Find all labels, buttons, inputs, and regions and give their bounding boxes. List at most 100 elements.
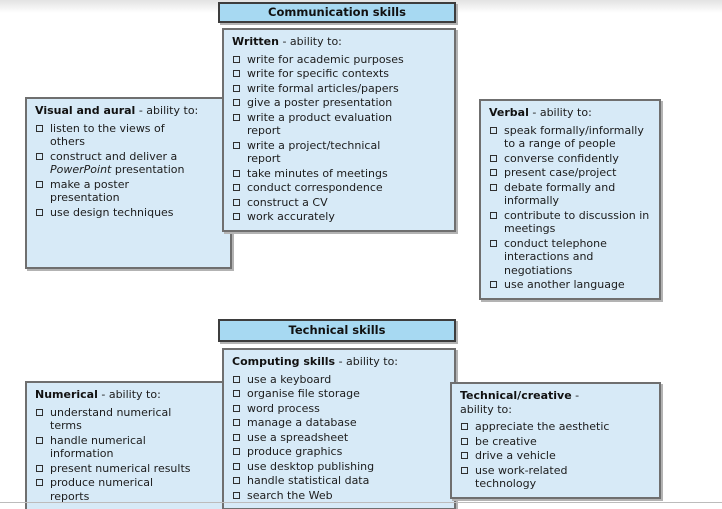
list-item: handle numerical information [35, 434, 220, 461]
list-item-text: use design techniques [50, 205, 174, 219]
list-item: give a poster presentation [232, 96, 446, 110]
list-item-text: make a poster presentation [50, 177, 129, 205]
bullet-list: speak formally/informally to a range of … [489, 124, 651, 292]
box-title-suffix: - ability to: [97, 388, 161, 401]
square-bullet-icon [461, 466, 468, 474]
list-item-text: work accurately [247, 210, 335, 223]
square-bullet-icon [233, 55, 240, 63]
list-item: write a product evaluation report [232, 111, 446, 138]
square-bullet-icon [233, 213, 240, 220]
square-bullet-icon [233, 477, 240, 484]
square-bullet-icon [233, 169, 240, 177]
list-item: organise file storage [232, 387, 446, 401]
list-item: conduct correspondence [232, 181, 446, 195]
list-item: take minutes of meetings [232, 167, 446, 181]
list-item-text: take minutes of meetings [247, 166, 388, 180]
list-item-text: write for academic purposes [247, 52, 404, 66]
square-bullet-icon [490, 169, 497, 176]
square-bullet-icon [490, 281, 497, 288]
list-item: speak formally/informally to a range of … [489, 124, 651, 151]
list-item-text: present case/project [504, 166, 617, 179]
box-title-term: Written [232, 35, 279, 48]
square-bullet-icon [36, 124, 43, 132]
list-item-text: present numerical results [50, 461, 191, 475]
square-bullet-icon [233, 141, 240, 149]
list-item: write for specific contexts [232, 67, 446, 81]
list-item: use work-related technology [460, 464, 651, 491]
list-item-text: listen to the views of others [50, 121, 165, 149]
list-item: produce graphics [232, 445, 446, 459]
square-bullet-icon [233, 404, 240, 412]
box-title-term: Visual and aural [35, 104, 136, 117]
list-item-text: produce graphics [247, 445, 343, 458]
list-item: handle statistical data [232, 474, 446, 488]
list-item-text: be creative [475, 434, 537, 448]
list-item-text: understand numerical terms [50, 405, 172, 433]
list-item: debate formally and informally [489, 181, 651, 208]
list-item: write a project/technical report [232, 139, 446, 166]
list-item-text: conduct telephone interactions and negot… [504, 236, 607, 277]
list-item: contribute to discussion in meetings [489, 209, 651, 236]
header-label: Technical skills [288, 323, 386, 337]
list-item-text: organise file storage [247, 387, 360, 400]
technical-creative-box: Technical/creative -ability to: apprecia… [450, 382, 661, 499]
list-item-text: construct and deliver a PowerPoint prese… [50, 149, 185, 177]
box-title-suffix: - ability to: [335, 355, 399, 368]
box-title-suffix: - ability to: [135, 104, 199, 117]
square-bullet-icon [461, 452, 468, 459]
visual-and-aural-box: Visual and aural - ability to: listen to… [25, 97, 232, 269]
square-bullet-icon [233, 448, 240, 455]
list-item: use a keyboard [232, 373, 446, 387]
list-item-text: produce numerical reports [50, 476, 154, 503]
written-box: Written - ability to: write for academic… [222, 28, 456, 232]
header-label: Communication skills [268, 5, 406, 19]
list-item: use desktop publishing [232, 460, 446, 474]
list-item-text: speak formally/informally to a range of … [504, 123, 644, 151]
communication-skills-header: Communication skills [218, 2, 456, 23]
list-item: work accurately [232, 210, 446, 224]
square-bullet-icon [36, 464, 43, 472]
list-item: conduct telephone interactions and negot… [489, 237, 651, 278]
square-bullet-icon [233, 491, 240, 499]
list-item-text: debate formally and informally [504, 180, 616, 208]
square-bullet-icon [36, 152, 43, 160]
square-bullet-icon [461, 423, 468, 430]
square-bullet-icon [36, 479, 43, 486]
square-bullet-icon [233, 70, 240, 77]
list-item-text: use another language [504, 278, 625, 291]
technical-skills-header: Technical skills [218, 319, 456, 342]
square-bullet-icon [233, 84, 240, 92]
square-bullet-icon [490, 239, 497, 247]
list-item-text: write a product evaluation report [247, 110, 393, 138]
list-item-text: write formal articles/papers [247, 81, 399, 95]
list-item: write formal articles/papers [232, 82, 446, 96]
square-bullet-icon [36, 408, 43, 416]
square-bullet-icon [490, 211, 497, 219]
square-bullet-icon [233, 113, 240, 121]
box-title: Written - ability to: [232, 35, 446, 49]
square-bullet-icon [36, 436, 43, 444]
box-title: Computing skills - ability to: [232, 355, 446, 369]
square-bullet-icon [233, 419, 240, 426]
box-title: Visual and aural - ability to: [35, 104, 222, 118]
list-item-text: use a keyboard [247, 372, 332, 386]
box-title-term: Numerical [35, 388, 98, 401]
square-bullet-icon [233, 375, 240, 383]
box-title: Verbal - ability to: [489, 106, 651, 120]
box-title-suffix: - [571, 389, 580, 402]
list-item: use a spreadsheet [232, 431, 446, 445]
numerical-box: Numerical - ability to: understand numer… [25, 381, 230, 509]
computing-skills-box: Computing skills - ability to: use a key… [222, 348, 456, 509]
list-item: construct a CV [232, 196, 446, 210]
list-item: produce numerical reports [35, 476, 220, 503]
list-item-text: converse confidently [504, 151, 619, 165]
square-bullet-icon [36, 208, 43, 216]
list-item-text: handle numerical information [50, 433, 146, 461]
list-item: write for academic purposes [232, 53, 446, 67]
